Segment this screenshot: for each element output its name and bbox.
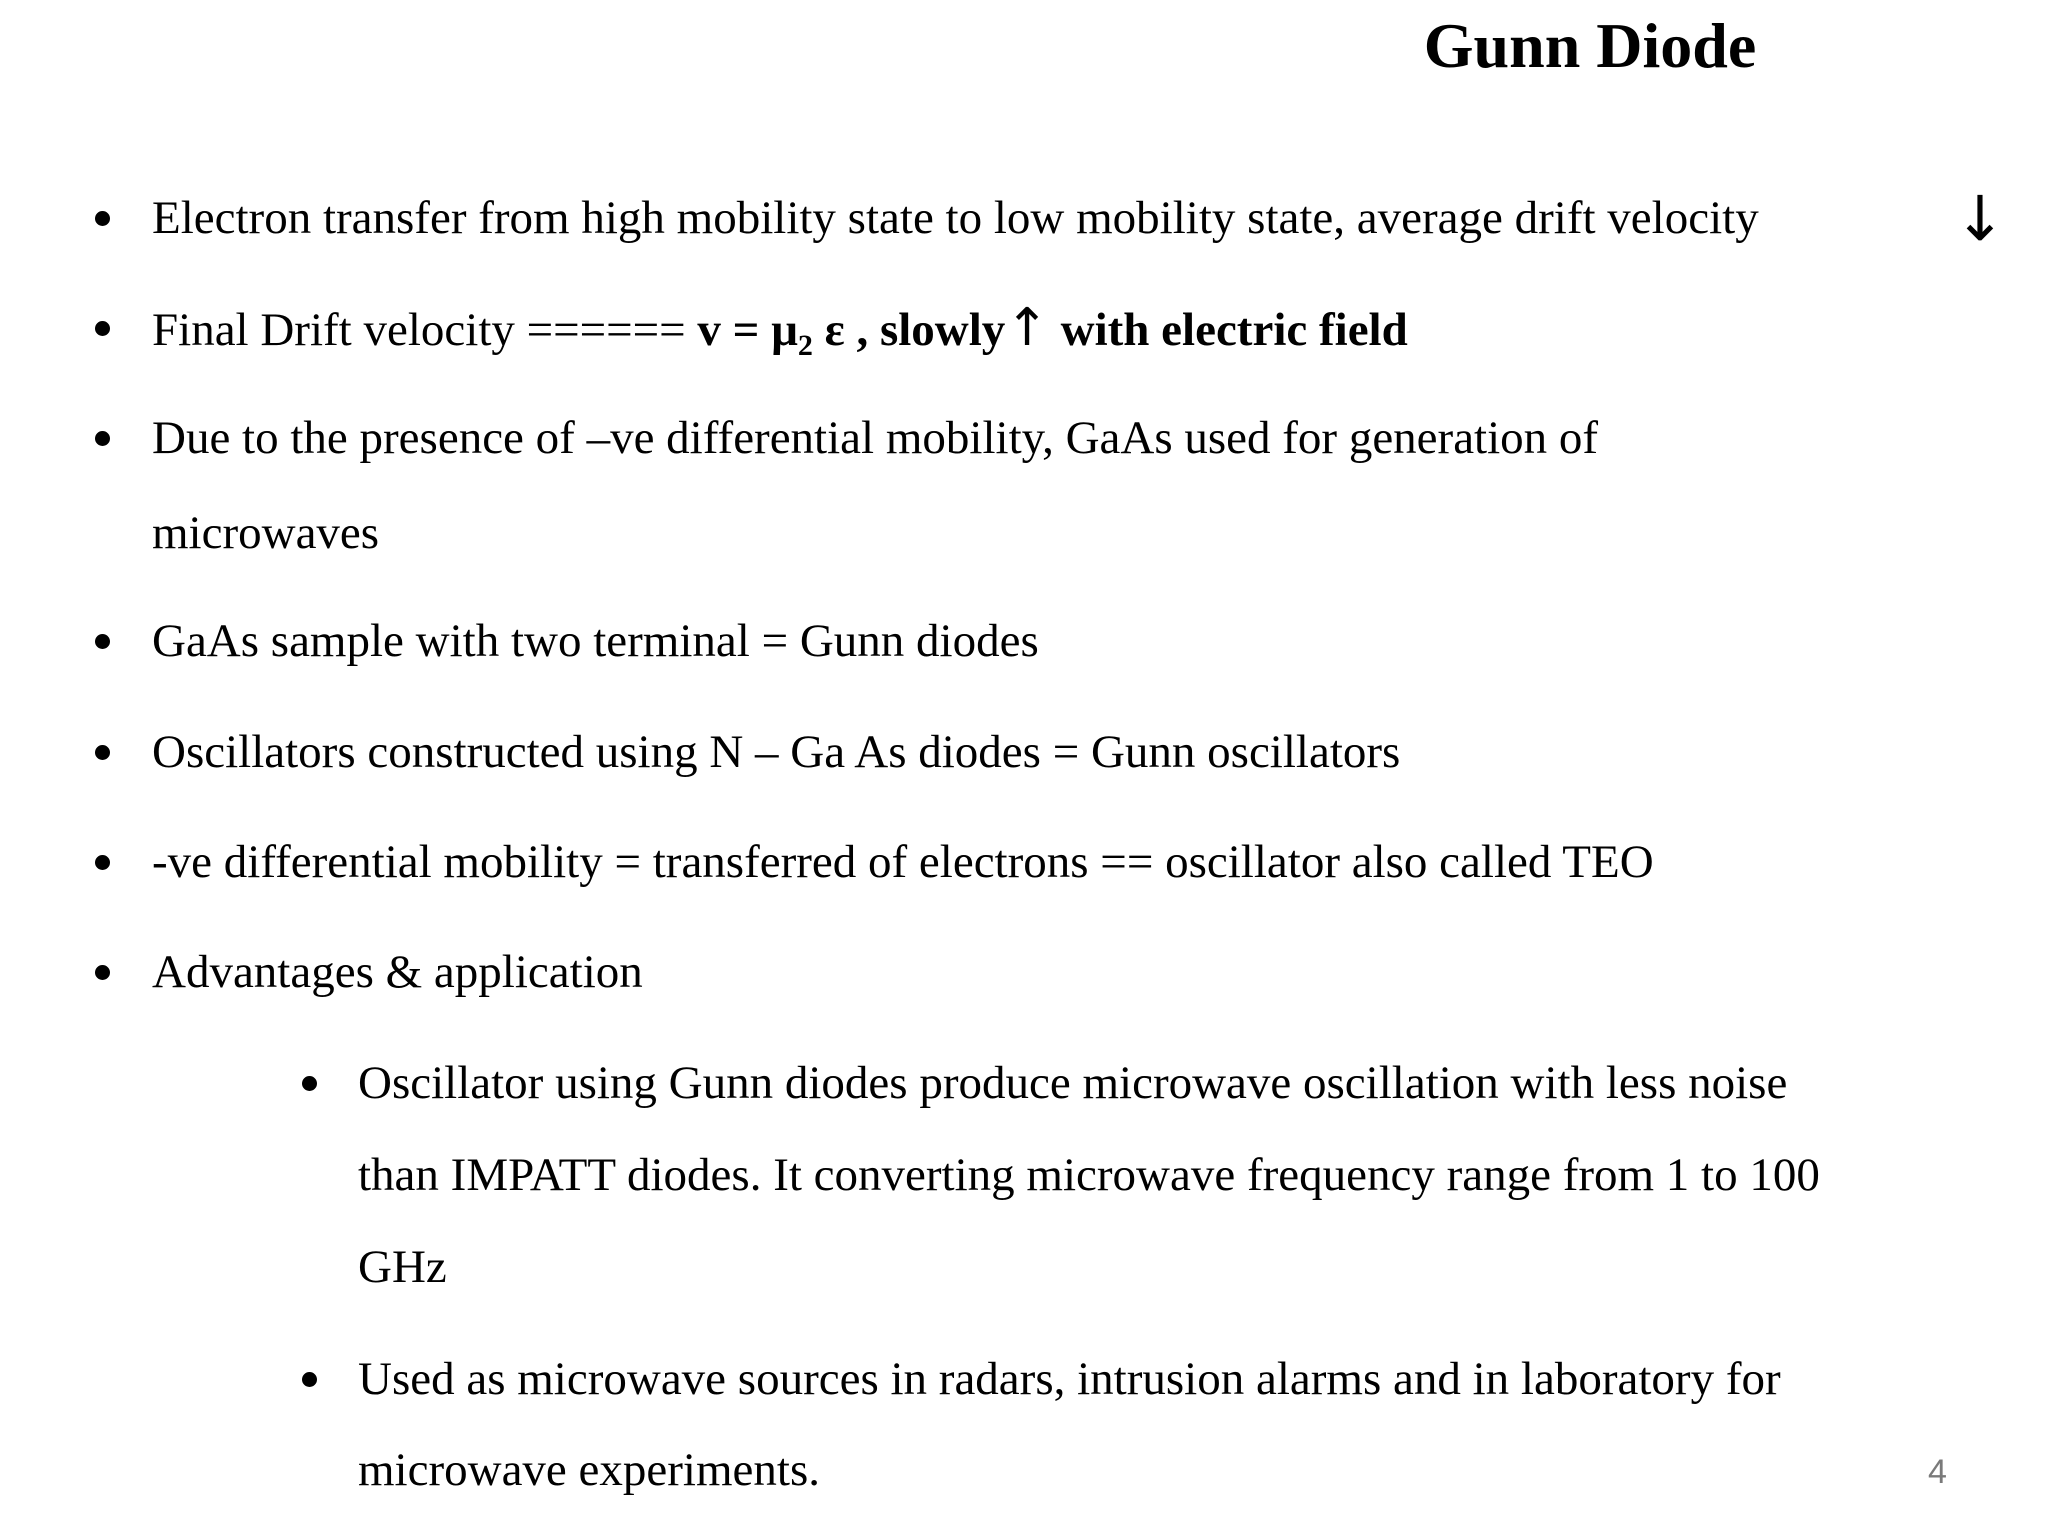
sub-bullet-1-line-2: than IMPATT diodes. It converting microw… bbox=[358, 1149, 1820, 1201]
bullet-7-text: Advantages & application bbox=[152, 946, 643, 998]
bullet-dot bbox=[95, 431, 110, 446]
bullet-2-text: Final Drift velocity ====== v = μ2 ε , s… bbox=[152, 298, 1408, 361]
formula-subscript: 2 bbox=[797, 329, 813, 362]
sub-bullet-2-line-2: microwave experiments. bbox=[358, 1444, 820, 1496]
arrow-down-icon: ↓ bbox=[1954, 182, 2006, 255]
bullet-dot bbox=[95, 321, 110, 336]
electric-field-text: with electric field bbox=[1048, 304, 1408, 356]
bullet-1-text: Electron transfer from high mobility sta… bbox=[152, 192, 1759, 244]
bullet-4-text: GaAs sample with two terminal = Gunn dio… bbox=[152, 615, 1039, 667]
sub-bullet-dot bbox=[302, 1076, 317, 1091]
drift-velocity-label: Final Drift velocity ====== bbox=[152, 304, 698, 356]
formula-v-text: v = μ bbox=[697, 304, 798, 356]
bullet-5-text: Oscillators constructed using N – Ga As … bbox=[152, 726, 1401, 778]
bullet-dot bbox=[95, 211, 110, 226]
slide-title: Gunn Diode bbox=[1423, 10, 1757, 81]
sub-bullet-1-line-1: Oscillator using Gunn diodes produce mic… bbox=[358, 1057, 1788, 1109]
bullet-6-text: -ve differential mobility = transferred … bbox=[152, 836, 1654, 888]
bullet-3-line-1: Due to the presence of –ve differential … bbox=[152, 412, 1599, 464]
sub-bullet-2-line-1: Used as microwave sources in radars, int… bbox=[358, 1353, 1781, 1405]
bullet-3-line-2: microwaves bbox=[152, 507, 380, 559]
formula-v: v = μ2 ε , slowly bbox=[697, 304, 1006, 361]
sub-bullet-1-line-3: GHz bbox=[358, 1241, 447, 1293]
bullet-dot bbox=[95, 965, 110, 980]
sub-bullet-dot bbox=[302, 1372, 317, 1387]
arrow-up-icon: ↑ bbox=[1005, 298, 1049, 358]
formula-rest: ε , slowly bbox=[812, 304, 1006, 356]
bullet-dot bbox=[95, 855, 110, 870]
page-number: 4 bbox=[1928, 1453, 1947, 1491]
bullet-dot bbox=[95, 745, 110, 760]
bullet-dot bbox=[95, 634, 110, 649]
